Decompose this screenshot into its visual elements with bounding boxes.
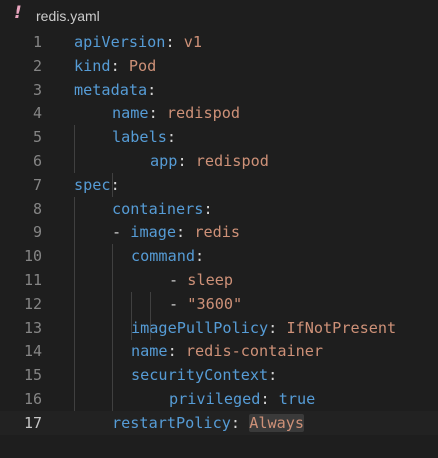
word-highlight: Always xyxy=(249,413,305,432)
line-content: command: xyxy=(131,247,205,266)
line-content: app: redispod xyxy=(150,151,269,170)
line-number: 7 xyxy=(32,175,42,194)
tab-title: redis.yaml xyxy=(36,8,100,24)
line-content: metadata: xyxy=(74,80,157,99)
code-line[interactable]: 12 - "3600" xyxy=(0,292,438,316)
code-line[interactable]: 11 - sleep xyxy=(0,268,438,292)
line-content: spec: xyxy=(74,175,120,194)
line-content: name: redispod xyxy=(112,104,241,123)
line-number: 5 xyxy=(32,128,42,147)
code-line[interactable]: 2 kind: Pod xyxy=(0,54,438,78)
line-number: 9 xyxy=(32,223,42,242)
indent-guide xyxy=(112,244,113,434)
line-number: 17 xyxy=(23,413,42,432)
line-content: privileged: true xyxy=(169,389,316,408)
line-content: name: redis-container xyxy=(131,342,324,361)
editor-tab[interactable]: ! redis.yaml xyxy=(0,0,438,34)
indent-guide xyxy=(112,173,113,197)
code-editor[interactable]: 1 apiVersion: v1 2 kind: Pod 3 metadata:… xyxy=(0,30,438,435)
line-number: 2 xyxy=(32,56,42,75)
line-content: securityContext: xyxy=(131,366,278,385)
code-line[interactable]: 4 name: redispod xyxy=(0,101,438,125)
indent-guide xyxy=(74,125,75,173)
line-number: 16 xyxy=(23,389,42,408)
line-content: containers: xyxy=(112,199,213,218)
yaml-file-icon: ! xyxy=(14,3,22,23)
code-line[interactable]: 7 spec: xyxy=(0,173,438,197)
line-content: restartPolicy: Always xyxy=(112,413,305,432)
code-line[interactable]: 14 name: redis-container xyxy=(0,339,438,363)
code-line-active[interactable]: 17 restartPolicy: Always xyxy=(0,410,438,435)
code-line[interactable]: 8 containers: xyxy=(0,197,438,221)
line-number: 13 xyxy=(23,318,42,337)
code-line[interactable]: 3 metadata: xyxy=(0,78,438,102)
line-number: 4 xyxy=(32,104,42,123)
code-line[interactable]: 9 - image: redis xyxy=(0,220,438,244)
code-line[interactable]: 13 imagePullPolicy: IfNotPresent xyxy=(0,316,438,340)
code-line[interactable]: 5 labels: xyxy=(0,125,438,149)
indent-guide xyxy=(150,292,151,340)
line-number: 6 xyxy=(32,151,42,170)
line-number: 15 xyxy=(23,366,42,385)
line-content: - "3600" xyxy=(169,294,243,313)
code-line[interactable]: 15 securityContext: xyxy=(0,363,438,387)
line-content: kind: Pod xyxy=(74,56,157,75)
indent-guide xyxy=(131,292,132,340)
line-content: labels: xyxy=(112,128,177,147)
line-number: 11 xyxy=(23,270,42,289)
line-number: 10 xyxy=(23,247,42,266)
line-number: 8 xyxy=(32,199,42,218)
code-line[interactable]: 6 app: redispod xyxy=(0,149,438,173)
line-number: 3 xyxy=(32,80,42,99)
code-line[interactable]: 1 apiVersion: v1 xyxy=(0,30,438,54)
code-line[interactable]: 16 privileged: true xyxy=(0,387,438,411)
line-content: apiVersion: v1 xyxy=(74,33,203,51)
line-number: 14 xyxy=(23,342,42,361)
indent-guide xyxy=(74,197,75,435)
line-content: imagePullPolicy: IfNotPresent xyxy=(131,318,397,337)
line-content: - sleep xyxy=(169,270,234,289)
line-number: 1 xyxy=(32,33,42,51)
line-content: - image: redis xyxy=(112,223,241,242)
line-number: 12 xyxy=(23,294,42,313)
code-line[interactable]: 10 command: xyxy=(0,244,438,268)
